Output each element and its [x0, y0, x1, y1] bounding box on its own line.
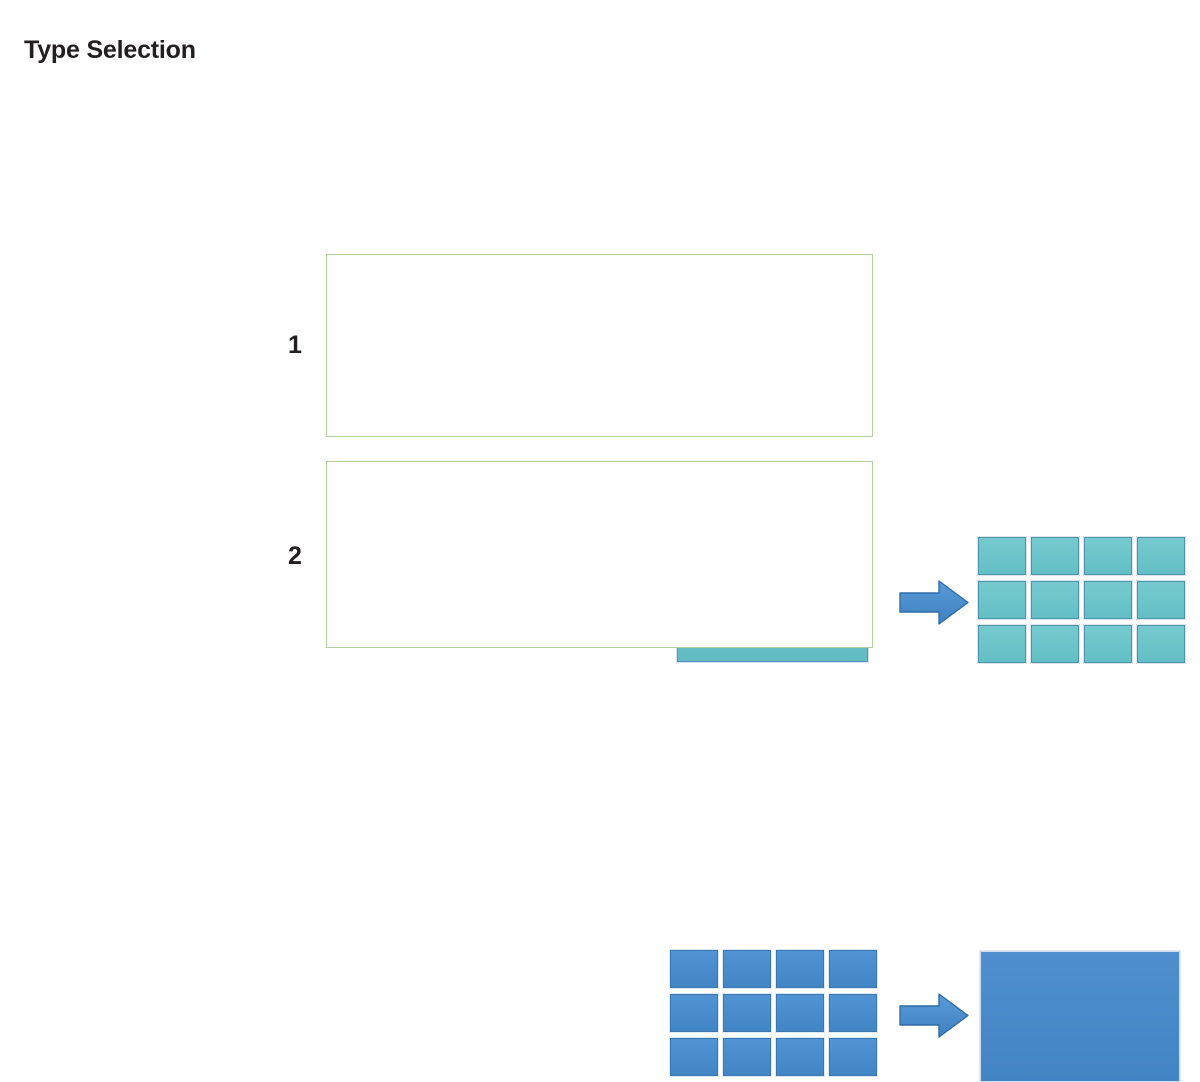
tile[interactable] — [978, 537, 1026, 575]
arrow-right-icon — [899, 993, 969, 1038]
tile[interactable] — [1137, 537, 1185, 575]
type-selection-diagram: 1 2 — [288, 254, 1185, 1082]
row-2-target-block[interactable] — [980, 951, 1180, 1082]
tile[interactable] — [1031, 581, 1079, 619]
tile[interactable] — [978, 581, 1026, 619]
tile[interactable] — [829, 1038, 877, 1076]
diagram-row-2[interactable] — [326, 461, 1180, 1082]
tile[interactable] — [670, 950, 718, 988]
arrow-right-icon — [899, 580, 969, 625]
tile[interactable] — [1084, 625, 1132, 663]
tile[interactable] — [1031, 537, 1079, 575]
tile[interactable] — [776, 994, 824, 1032]
tile[interactable] — [829, 994, 877, 1032]
tile[interactable] — [776, 1038, 824, 1076]
tile[interactable] — [1137, 581, 1185, 619]
tile[interactable] — [723, 1038, 771, 1076]
row-index-1: 1 — [288, 331, 302, 359]
page-title: Type Selection — [24, 36, 196, 64]
row-index-2: 2 — [288, 542, 302, 570]
tile[interactable] — [723, 994, 771, 1032]
tile[interactable] — [1031, 625, 1079, 663]
row-1-target-tile-grid[interactable] — [978, 537, 1185, 663]
row-2-source-tile-grid[interactable] — [670, 950, 877, 1076]
tile[interactable] — [1084, 537, 1132, 575]
tile[interactable] — [1084, 581, 1132, 619]
tile[interactable] — [776, 950, 824, 988]
tile[interactable] — [978, 625, 1026, 663]
tile[interactable] — [829, 950, 877, 988]
tile[interactable] — [723, 950, 771, 988]
tile[interactable] — [670, 1038, 718, 1076]
tile[interactable] — [670, 994, 718, 1032]
tile[interactable] — [1137, 625, 1185, 663]
diagram-row-1[interactable] — [326, 254, 1185, 663]
